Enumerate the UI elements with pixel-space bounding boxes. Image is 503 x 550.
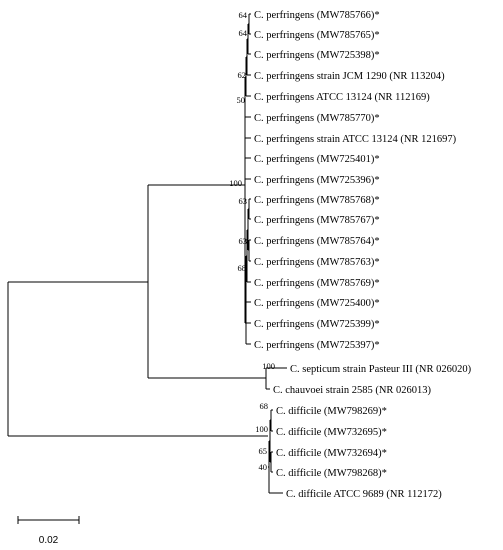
tip-label: C. perfringens (MW725399)*: [254, 319, 380, 330]
bootstrap-value: 63: [239, 236, 248, 246]
bootstrap-value: 68: [238, 263, 247, 273]
tip-label: C. perfringens (MW725401)*: [254, 154, 380, 165]
tip-label: C. chauvoei strain 2585 (NR 026013): [273, 385, 432, 396]
bootstrap-value: 65: [259, 446, 268, 456]
tip-label: C. perfringens (MW785769)*: [254, 278, 380, 289]
tip-label: C. difficile (MW798269)*: [276, 406, 387, 417]
tip-label: C. difficile ATCC 9689 (NR 112172): [286, 489, 442, 500]
tip-label: C. difficile (MW732695)*: [276, 427, 387, 438]
tip-label: C. perfringens strain JCM 1290 (NR 11320…: [254, 71, 445, 82]
tip-label: C. perfringens (MW725396)*: [254, 175, 380, 186]
tip-label: C. difficile (MW798268)*: [276, 468, 387, 479]
bootstrap-value: 64: [239, 28, 248, 38]
bootstrap-value: 40: [259, 462, 268, 472]
tip-label: C. perfringens (MW725400)*: [254, 298, 380, 309]
tip-label: C. perfringens ATCC 13124 (NR 112169): [254, 92, 430, 103]
scale-bar-label: 0.02: [39, 535, 59, 546]
tip-label: C. perfringens (MW785768)*: [254, 195, 380, 206]
bootstrap-value: 64: [239, 10, 248, 20]
bootstrap-value: 63: [239, 196, 248, 206]
tip-label: C. perfringens (MW785766)*: [254, 10, 380, 21]
tip-label: C. perfringens (MW785763)*: [254, 257, 380, 268]
bootstrap-value: 62: [238, 70, 247, 80]
bootstrap-value: 100: [229, 178, 242, 188]
bootstrap-value: 68: [260, 401, 269, 411]
tip-label: C. perfringens (MW785765)*: [254, 30, 380, 41]
bootstrap-value: 100: [255, 424, 268, 434]
tip-label: C. perfringens (MW725398)*: [254, 50, 380, 61]
tip-label: C. perfringens (MW785767)*: [254, 215, 380, 226]
scale-bar: 0.02: [17, 516, 80, 546]
tip-label: C. perfringens (MW785770)*: [254, 113, 380, 124]
tip-label: C. perfringens (MW725397)*: [254, 340, 380, 351]
tip-label: C. perfringens strain ATCC 13124 (NR 121…: [254, 134, 457, 145]
tip-label: C. perfringens (MW785764)*: [254, 236, 380, 247]
tip-label: C. septicum strain Pasteur III (NR 02602…: [290, 364, 472, 375]
bootstrap-value: 100: [262, 361, 275, 371]
tip-label: C. difficile (MW732694)*: [276, 448, 387, 459]
bootstrap-value: 50: [237, 95, 246, 105]
